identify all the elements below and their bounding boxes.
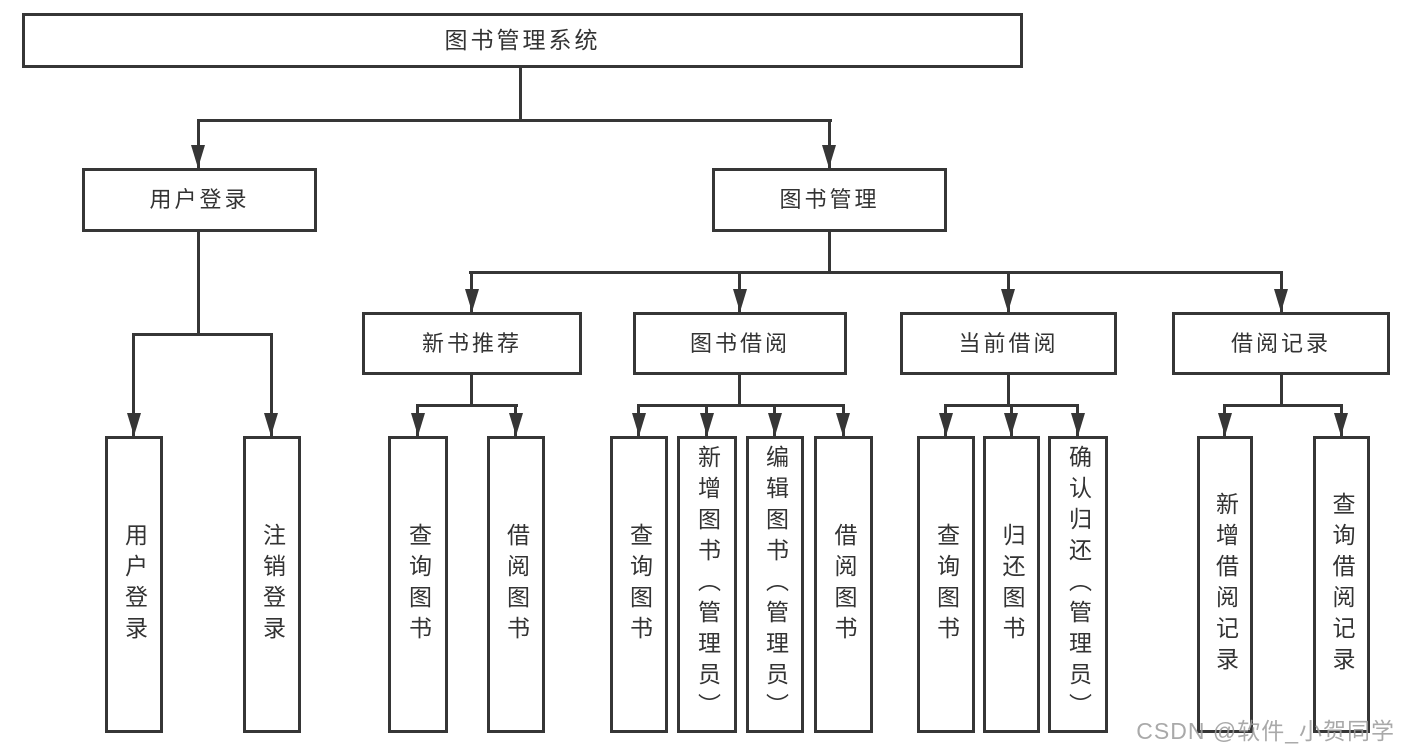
connector-stem — [1280, 375, 1283, 407]
connector-book-mgmt-bus — [469, 271, 1283, 274]
arrow-down-icon — [1274, 289, 1288, 312]
leaf-logout: 注销登录 — [243, 436, 301, 733]
node-borrowing-records: 借阅记录 — [1172, 312, 1390, 375]
arrow-down-icon — [1334, 413, 1348, 436]
arrow-down-icon — [1001, 289, 1015, 312]
connector-bus — [416, 404, 518, 407]
node-label: 借阅图书 — [831, 522, 857, 647]
arrow-down-icon — [836, 413, 850, 436]
node-label: 确认归还（管理员） — [1065, 445, 1092, 724]
node-label: 用户登录 — [121, 522, 148, 647]
node-label: 新增借阅记录 — [1212, 491, 1239, 678]
arrow-down-icon — [127, 413, 141, 436]
arrow-down-icon — [509, 413, 523, 436]
node-label: 新增图书（管理员） — [694, 445, 721, 724]
connector-book-mgmt-stem — [828, 232, 831, 274]
connector-user-login-bus — [132, 333, 273, 336]
leaf-add-books-admin: 新增图书（管理员） — [677, 436, 737, 733]
arrow-down-icon — [1004, 413, 1018, 436]
connector-stem — [738, 375, 741, 407]
leaf-confirm-return-admin: 确认归还（管理员） — [1048, 436, 1108, 733]
node-label: 注销登录 — [259, 522, 286, 647]
connector-user-login-drop — [197, 119, 200, 168]
connector-book-mgmt-drop — [828, 119, 831, 168]
node-current-borrowing: 当前借阅 — [900, 312, 1117, 375]
node-label: 图书借阅 — [689, 330, 790, 356]
node-label: 借阅图书 — [503, 522, 530, 647]
leaf-query-books: 查询图书 — [917, 436, 975, 733]
node-label: 查询图书 — [933, 522, 960, 647]
csdn-watermark: CSDN @软件_小贺同学 — [1136, 718, 1395, 744]
arrow-down-icon — [465, 289, 479, 312]
node-label: 当前借阅 — [958, 330, 1059, 356]
connector-user-login-stem — [197, 232, 200, 336]
connector-bus — [637, 404, 845, 407]
node-label: 用户登录 — [149, 187, 250, 212]
arrow-down-icon — [939, 413, 953, 436]
arrow-down-icon — [733, 289, 747, 312]
arrow-down-icon — [700, 413, 714, 436]
leaf-borrow-books: 借阅图书 — [814, 436, 873, 733]
leaf-query-books: 查询图书 — [388, 436, 448, 733]
connector-root-stem — [519, 68, 522, 121]
node-label: 查询图书 — [405, 522, 432, 647]
connector-drop — [132, 333, 135, 436]
node-label: 图书管理系统 — [444, 27, 601, 53]
node-label: 图书管理 — [779, 187, 880, 212]
leaf-edit-books-admin: 编辑图书（管理员） — [746, 436, 804, 733]
node-label: 编辑图书（管理员） — [762, 445, 789, 724]
node-book-borrowing: 图书借阅 — [633, 312, 847, 375]
connector-root-bus — [197, 119, 832, 122]
node-library-management-system: 图书管理系统 — [22, 13, 1023, 68]
node-label: 借阅记录 — [1230, 330, 1331, 356]
leaf-query-books: 查询图书 — [610, 436, 668, 733]
arrow-down-icon — [768, 413, 782, 436]
leaf-return-books: 归还图书 — [983, 436, 1040, 733]
arrow-down-icon — [822, 145, 836, 168]
leaf-user-login: 用户登录 — [105, 436, 163, 733]
connector-stem — [470, 375, 473, 407]
arrow-down-icon — [264, 413, 278, 436]
node-new-book-recommend: 新书推荐 — [362, 312, 582, 375]
arrow-down-icon — [191, 145, 205, 168]
node-user-login: 用户登录 — [82, 168, 317, 232]
leaf-add-borrow-record: 新增借阅记录 — [1197, 436, 1253, 733]
arrow-down-icon — [1218, 413, 1232, 436]
arrow-down-icon — [1071, 413, 1085, 436]
leaf-borrow-books: 借阅图书 — [487, 436, 545, 733]
node-label: 查询图书 — [626, 522, 653, 647]
connector-stem — [1007, 375, 1010, 407]
arrow-down-icon — [632, 413, 646, 436]
arrow-down-icon — [411, 413, 425, 436]
node-label: 查询借阅记录 — [1329, 491, 1355, 678]
connector-bus — [1223, 404, 1343, 407]
connector-drop — [270, 333, 273, 436]
node-label: 归还图书 — [999, 522, 1025, 647]
node-label: 新书推荐 — [421, 330, 522, 356]
node-book-management: 图书管理 — [712, 168, 947, 232]
leaf-query-borrow-record: 查询借阅记录 — [1313, 436, 1370, 733]
